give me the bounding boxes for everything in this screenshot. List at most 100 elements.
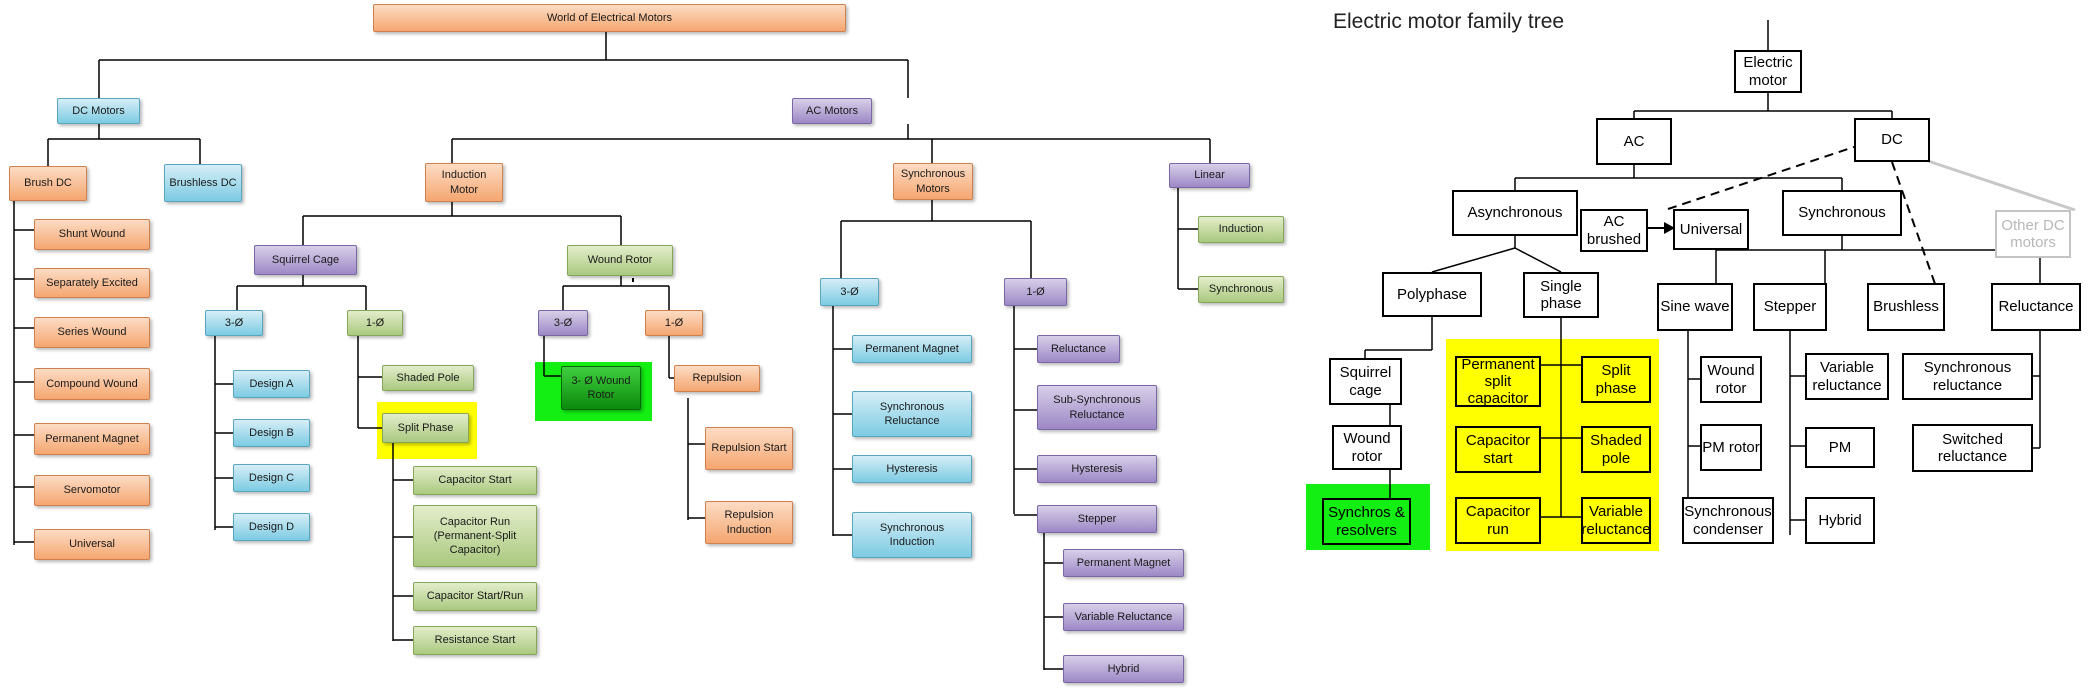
squirrel-cage-node-label: Squirrel Cage: [271, 253, 340, 266]
root-node-label: World of Electrical Motors: [546, 11, 673, 24]
reluctance-type-node-label: Switched reluctance: [1937, 430, 2008, 465]
sync-three-phase-type-node-label: Synchronous Induction: [879, 521, 945, 548]
single-phase-node-label: 1-Ø: [365, 316, 385, 329]
root-node: World of Electrical Motors: [373, 4, 846, 32]
arrow-head: [1664, 222, 1675, 234]
shaded-pole-node-label: Shaded Pole: [396, 371, 460, 384]
design-node-label: Design A: [249, 377, 294, 390]
brush-dc-type-node-label: Shunt Wound: [58, 228, 126, 241]
squirrel-cage-node: Squirrel Cage: [254, 245, 357, 275]
single-phase-type-node-label: Capacitor start: [1465, 432, 1531, 467]
single-phase-type-node: Shaded pole: [1581, 426, 1651, 473]
single-phase-type-node: Capacitor start: [1455, 426, 1541, 473]
brush-dc-type-node: Series Wound: [34, 317, 150, 348]
synchronous-motors-node-label: Synchronous Motors: [900, 168, 966, 195]
brush-dc-type-node: Servomotor: [34, 475, 150, 506]
single-phase-type-node-label: Split phase: [1595, 362, 1637, 397]
three-phase-node: 3-Ø: [538, 310, 588, 336]
stepper-type-node-label: Variable reluctance: [1812, 359, 1882, 394]
connector-line: [1891, 161, 1941, 299]
three-phase-wound-rotor-node: 3- Ø Wound Rotor: [561, 366, 641, 410]
connector-line: [1909, 153, 2076, 212]
three-phase-node: 3-Ø: [205, 310, 263, 336]
stepper-type-node: Variable reluctance: [1805, 353, 1889, 400]
wound-rotor-node-label: Wound Rotor: [587, 254, 653, 267]
brush-dc-type-node-label: Separately Excited: [46, 276, 138, 289]
sine-wave-type-node: Synchronous condenser: [1682, 497, 1774, 544]
split-phase-type-node: Capacitor Run (Permanent-Split Capacitor…: [413, 505, 537, 567]
sync-three-phase-type-node: Hysteresis: [852, 455, 972, 483]
brushless-node: Brushless: [1867, 283, 1945, 331]
dc-node-label: DC: [1881, 131, 1903, 149]
reluctance-type-node: Switched reluctance: [1912, 424, 2033, 472]
stepper-node: Stepper: [1753, 283, 1827, 331]
ac-node: AC: [1596, 118, 1672, 165]
squirrel-cage-node-label: Squirrel cage: [1339, 364, 1392, 399]
three-phase-node: 3-Ø: [820, 278, 879, 306]
sync-single-phase-type-node: Reluctance: [1037, 335, 1120, 363]
brush-dc-type-node: Shunt Wound: [34, 219, 150, 250]
single-phase-node: 1-Ø: [1004, 278, 1067, 306]
design-node-label: Design D: [248, 520, 295, 533]
single-phase-node: 1-Ø: [645, 310, 703, 336]
ac-brushed-node: AC brushed: [1580, 209, 1648, 252]
stepper-node-label: Stepper: [1763, 298, 1817, 316]
sync-three-phase-type-node: Synchronous Induction: [852, 512, 972, 558]
reluctance-node-label: Reluctance: [1998, 298, 2074, 316]
repulsion-node-label: Repulsion: [692, 372, 742, 385]
synchronous-node: Synchronous: [1782, 190, 1902, 236]
universal-node: Universal: [1673, 209, 1749, 250]
split-phase-node: Split Phase: [382, 413, 469, 443]
brush-dc-type-node-label: Compound Wound: [46, 377, 138, 390]
stepper-type-node: Hybrid: [1063, 655, 1184, 683]
other-dc-motors-node: Other DC motors: [1995, 210, 2071, 258]
single-phase-node-label: 1-Ø: [664, 316, 684, 329]
single-phase-type-node-label: Capacitor run: [1465, 503, 1531, 538]
dc-motors-node: DC Motors: [57, 98, 140, 124]
repulsion-type-node: Repulsion Start: [705, 427, 793, 470]
sync-single-phase-type-node: Stepper: [1037, 505, 1157, 533]
split-phase-type-node: Resistance Start: [413, 626, 537, 655]
stepper-type-node: Variable Reluctance: [1063, 603, 1184, 631]
sine-wave-type-node-label: Wound rotor: [1707, 362, 1755, 397]
asynchronous-node: Asynchronous: [1452, 190, 1578, 236]
stepper-type-node-label: PM: [1828, 438, 1852, 456]
sine-wave-type-node-label: PM rotor: [1702, 438, 1760, 456]
asynchronous-node-label: Asynchronous: [1467, 204, 1563, 222]
linear-type-node: Induction: [1198, 216, 1284, 243]
brush-dc-node: Brush DC: [9, 166, 87, 201]
stepper-type-node-label: Hybrid: [1818, 511, 1862, 529]
ac-node-label: AC: [1623, 132, 1645, 150]
brush-dc-type-node-label: Servomotor: [63, 484, 121, 497]
reluctance-node: Reluctance: [1991, 283, 2081, 331]
stepper-type-node-label: Variable Reluctance: [1074, 610, 1173, 623]
brush-dc-type-node: Compound Wound: [34, 368, 150, 400]
linear-type-node-label: Induction: [1218, 223, 1264, 236]
sync-single-phase-type-node-label: Stepper: [1077, 512, 1117, 525]
single-phase-node: 1-Ø: [347, 310, 403, 336]
brush-dc-type-node: Separately Excited: [34, 268, 150, 298]
single-phase-node-label: 1-Ø: [1026, 285, 1045, 298]
brush-dc-type-node-label: Universal: [69, 538, 115, 551]
synchros-resolvers-node: Synchros & resolvers: [1322, 498, 1411, 545]
repulsion-type-node: Repulsion Induction: [705, 501, 793, 544]
connector-line: [1667, 134, 1891, 210]
sync-three-phase-type-node-label: Synchronous Reluctance: [879, 400, 945, 427]
ac-motors-node-label: AC Motors: [806, 104, 858, 117]
brush-dc-type-node: Universal: [34, 529, 150, 560]
wound-rotor-node: Wound rotor: [1332, 425, 1402, 470]
wound-rotor-node-label: Wound rotor: [1343, 430, 1391, 465]
sync-single-phase-type-node-label: Sub-Synchronous Reluctance: [1053, 394, 1141, 421]
single-phase-node-label: Single phase: [1540, 277, 1582, 312]
brush-dc-type-node: Permanent Magnet: [34, 423, 150, 455]
split-phase-type-node-label: Resistance Start: [434, 634, 516, 647]
three-phase-node-label: 3-Ø: [840, 285, 859, 298]
repulsion-node: Repulsion: [674, 365, 760, 392]
design-node-label: Design B: [249, 426, 294, 439]
single-phase-type-node: Variable reluctance: [1581, 497, 1651, 544]
stepper-type-node-label: Permanent Magnet: [1076, 556, 1171, 569]
sine-wave-type-node: Wound rotor: [1700, 356, 1762, 403]
sync-three-phase-type-node-label: Hysteresis: [886, 462, 938, 475]
polyphase-node-label: Polyphase: [1396, 285, 1468, 303]
